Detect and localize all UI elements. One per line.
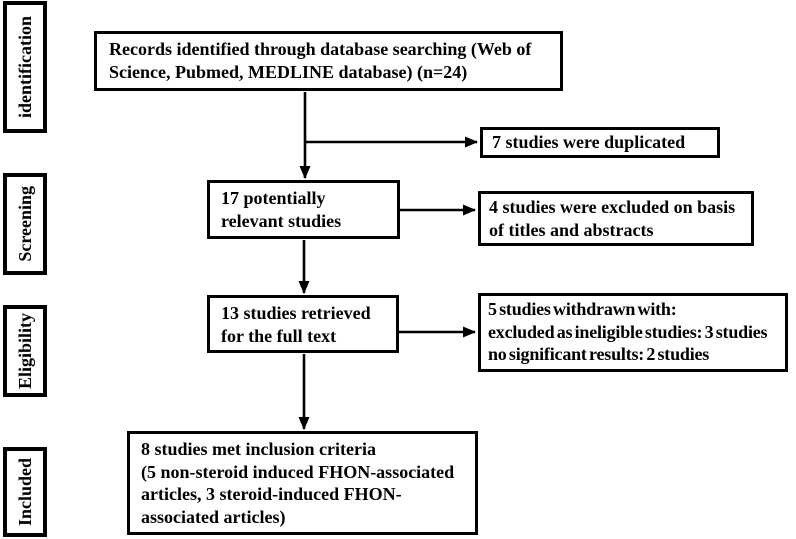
stage-label-eligibility-text: Eligibility [14, 312, 35, 390]
flow-box-full-text-retrieved: 13 studies retrieved for the full text [207, 295, 399, 353]
flow-box-duplicated-studies: 7 studies were duplicated [480, 127, 720, 158]
stage-label-eligibility: Eligibility [3, 305, 47, 397]
flow-box-withdrawn-studies: 5 studies withdrawn with: excluded as in… [478, 293, 788, 372]
flow-box-excluded-titles-abstracts: 4 studies were excluded on basis of titl… [478, 191, 754, 246]
flow-box-potentially-relevant: 17 potentially relevant studies [207, 180, 400, 239]
stage-label-identification-text: identification [14, 16, 35, 118]
flow-box-inclusion-criteria: 8 studies met inclusion criteria (5 non-… [127, 431, 478, 535]
stage-label-identification: identification [3, 1, 47, 133]
flow-box-records-identified: Records identified through database sear… [94, 31, 563, 91]
stage-label-included-text: Included [14, 457, 35, 527]
stage-label-screening: Screening [3, 173, 47, 275]
stage-label-included: Included [3, 447, 47, 537]
stage-label-screening-text: Screening [14, 186, 35, 262]
